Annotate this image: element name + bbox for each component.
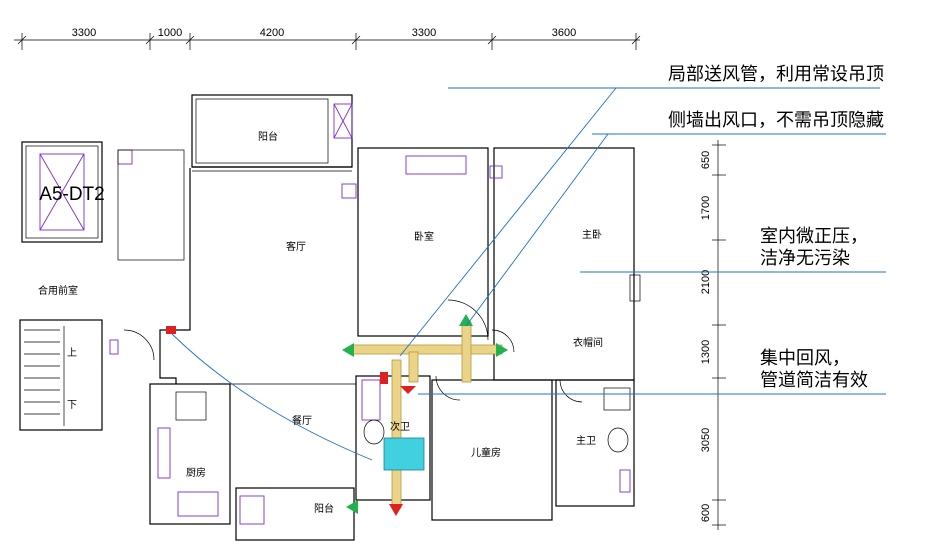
dim-right-6: 600 xyxy=(700,504,712,522)
return-arrow-bath xyxy=(400,386,416,394)
label-shared-lobby: 合用前室 xyxy=(38,284,78,297)
label-stair-down: 下 xyxy=(67,400,77,411)
duct-system xyxy=(166,314,508,516)
label-dining-room: 餐厅 xyxy=(292,414,312,427)
label-stair-up: 上 xyxy=(67,347,77,359)
dim-right-4: 1300 xyxy=(700,340,712,364)
dim-top-2: 1000 xyxy=(158,27,182,39)
air-handler-unit xyxy=(383,437,425,471)
dim-top-5: 3600 xyxy=(552,27,576,39)
return-duct xyxy=(391,359,402,509)
supply-duct-branch xyxy=(408,351,419,383)
return-grille-bath xyxy=(380,372,388,384)
annotation-local-supply: 局部送风管，利用常设吊顶 xyxy=(668,64,884,85)
label-living-room: 客厅 xyxy=(286,240,306,253)
annotation-central-return-2: 管道简洁有效 xyxy=(760,370,868,391)
cyan-curve-leader xyxy=(171,333,373,461)
dim-right-5: 3050 xyxy=(700,428,712,452)
walls xyxy=(19,94,641,541)
label-kitchen: 厨房 xyxy=(186,466,206,479)
label-bathroom-2: 次卫 xyxy=(390,420,410,433)
dim-right-3: 2100 xyxy=(700,270,712,294)
annotation-central-return-1: 集中回风， xyxy=(760,348,850,369)
dim-top-4: 3300 xyxy=(412,27,436,39)
annotation-wall-outlet: 侧墙出风口，不需吊顶隐藏 xyxy=(668,110,884,131)
annotation-positive-pressure-2: 洁净无污染 xyxy=(760,248,850,269)
return-grille-lobby xyxy=(166,326,176,334)
label-elevator: A5-DT2 xyxy=(39,184,104,205)
dim-right-2: 1700 xyxy=(700,196,712,220)
supply-duct-main xyxy=(351,344,503,355)
right-dimension-chain: 650 1700 2100 1300 3050 600 xyxy=(700,140,726,530)
label-balcony-top: 阳台 xyxy=(258,130,278,143)
supply-arrow-north xyxy=(459,314,473,326)
label-cloakroom: 衣帽间 xyxy=(573,336,603,349)
label-master-bath: 主卫 xyxy=(576,435,596,447)
supply-duct-vertical xyxy=(461,321,472,383)
room-labels: 阳台 客厅 卧室 主卧 A5-DT2 合用前室 上 下 衣帽间 餐厅 次卫 厨房… xyxy=(38,130,603,515)
exhaust-arrow xyxy=(389,504,403,516)
dim-right-1: 650 xyxy=(700,151,712,169)
label-master-bedroom: 主卧 xyxy=(582,228,602,241)
annotation-leaders xyxy=(399,87,886,395)
annotation-positive-pressure-1: 室内微正压， xyxy=(760,226,868,247)
label-bedroom: 卧室 xyxy=(414,230,434,243)
dim-top-3: 4200 xyxy=(260,27,284,39)
dim-top-1: 3300 xyxy=(72,27,96,39)
annotation-texts: 局部送风管，利用常设吊顶 侧墙出风口，不需吊顶隐藏 室内微正压， 洁净无污染 集… xyxy=(668,64,884,391)
label-kids-room: 儿童房 xyxy=(471,446,501,459)
supply-arrow-east xyxy=(496,343,508,357)
top-dimension-chain: 3300 1000 4200 3300 3600 xyxy=(14,27,641,50)
label-balcony-bottom: 阳台 xyxy=(314,502,334,515)
fresh-air-arrow xyxy=(346,500,358,514)
supply-arrow-west xyxy=(342,343,354,357)
